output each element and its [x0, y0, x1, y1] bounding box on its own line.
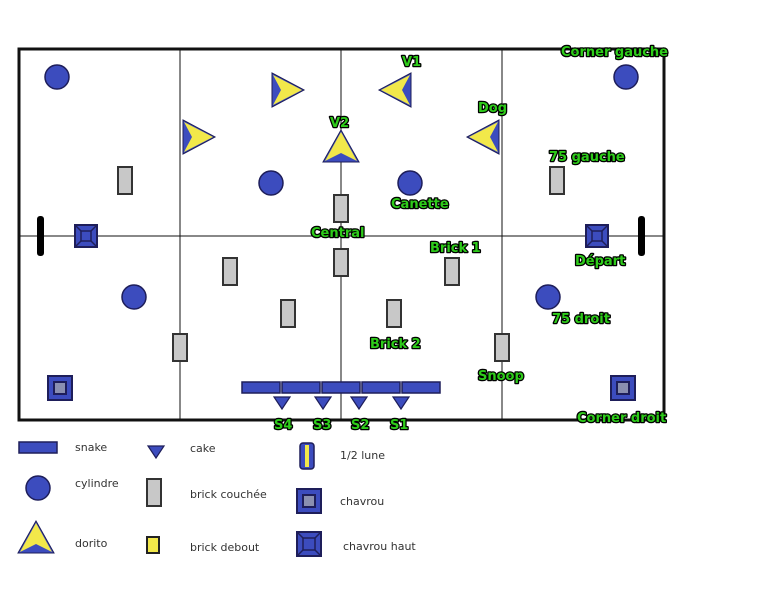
legend-brick-couchee-label: brick couchée — [190, 488, 267, 501]
label-s4: S4 — [274, 418, 292, 433]
label-s3: S3 — [313, 418, 331, 433]
legend-cylinder-label: cylindre — [75, 477, 119, 490]
legend-cylinder-icon — [25, 475, 51, 501]
dorito — [271, 72, 306, 108]
chavrou — [585, 224, 609, 248]
legend-cake-label: cake — [190, 442, 216, 455]
goal-left — [37, 216, 44, 256]
cylinder — [121, 284, 147, 310]
cylinder — [44, 64, 70, 90]
dorito — [322, 128, 360, 163]
goal-right — [638, 216, 645, 256]
cylinder — [535, 284, 561, 310]
legend-cake-icon — [146, 445, 166, 460]
chavrou — [74, 224, 98, 248]
cylinder — [613, 64, 639, 90]
brick — [280, 299, 296, 328]
cake — [349, 396, 369, 411]
snake — [321, 381, 361, 394]
snake — [281, 381, 321, 394]
brick — [333, 248, 349, 277]
label-canette: Canette — [391, 197, 449, 212]
legend-half-moon-icon — [299, 442, 315, 470]
dorito — [377, 72, 412, 108]
label-brick-2: Brick 2 — [370, 337, 421, 352]
snake — [361, 381, 401, 394]
cylinder — [258, 170, 284, 196]
legend-brick-debout-icon — [146, 536, 160, 554]
cake — [313, 396, 333, 411]
chavrou — [610, 375, 636, 401]
label-brick-1: Brick 1 — [430, 241, 481, 256]
snake — [241, 381, 281, 394]
dorito — [182, 119, 217, 155]
brick — [494, 333, 510, 362]
label-v1: V1 — [402, 55, 421, 70]
label-75-gauche: 75 gauche — [549, 150, 625, 165]
label-v2: V2 — [330, 116, 349, 131]
label-central: Central — [311, 226, 364, 241]
brick — [386, 299, 402, 328]
legend-brick-debout-label: brick debout — [190, 541, 260, 554]
legend-chavrou-icon — [296, 488, 322, 514]
brick — [222, 257, 238, 286]
label-dog: Dog — [478, 101, 507, 116]
cylinder — [397, 170, 423, 196]
snake — [401, 381, 441, 394]
legend-dorito-icon — [17, 519, 55, 554]
legend: snake cylindre dorito cake brick couchée… — [17, 441, 416, 557]
dorito — [465, 119, 500, 155]
legend-brick-couchee-icon — [146, 478, 162, 507]
legend-snake-icon — [18, 441, 58, 454]
cake — [272, 396, 292, 411]
brick — [333, 194, 349, 223]
legend-snake-label: snake — [75, 441, 107, 454]
legend-half-moon-label: 1/2 lune — [340, 449, 385, 462]
legend-chavrou-haut-icon — [296, 531, 322, 557]
legend-chavrou-label: chavrou — [340, 495, 384, 508]
legend-chavrou-haut-label: chavrou haut — [343, 540, 416, 553]
brick — [172, 333, 188, 362]
label-s1: S1 — [390, 418, 408, 433]
cake — [391, 396, 411, 411]
label-corner-gauche: Corner gauche — [561, 45, 668, 60]
brick — [549, 166, 565, 195]
chavrou — [47, 375, 73, 401]
label-snoop: Snoop — [478, 369, 524, 384]
legend-dorito-label: dorito — [75, 537, 108, 550]
brick — [117, 166, 133, 195]
label-75-droit: 75 droit — [552, 312, 610, 327]
label-corner-droit: Corner droit — [577, 411, 666, 426]
label-s2: S2 — [351, 418, 369, 433]
label-depart: Départ — [575, 254, 625, 269]
brick — [444, 257, 460, 286]
